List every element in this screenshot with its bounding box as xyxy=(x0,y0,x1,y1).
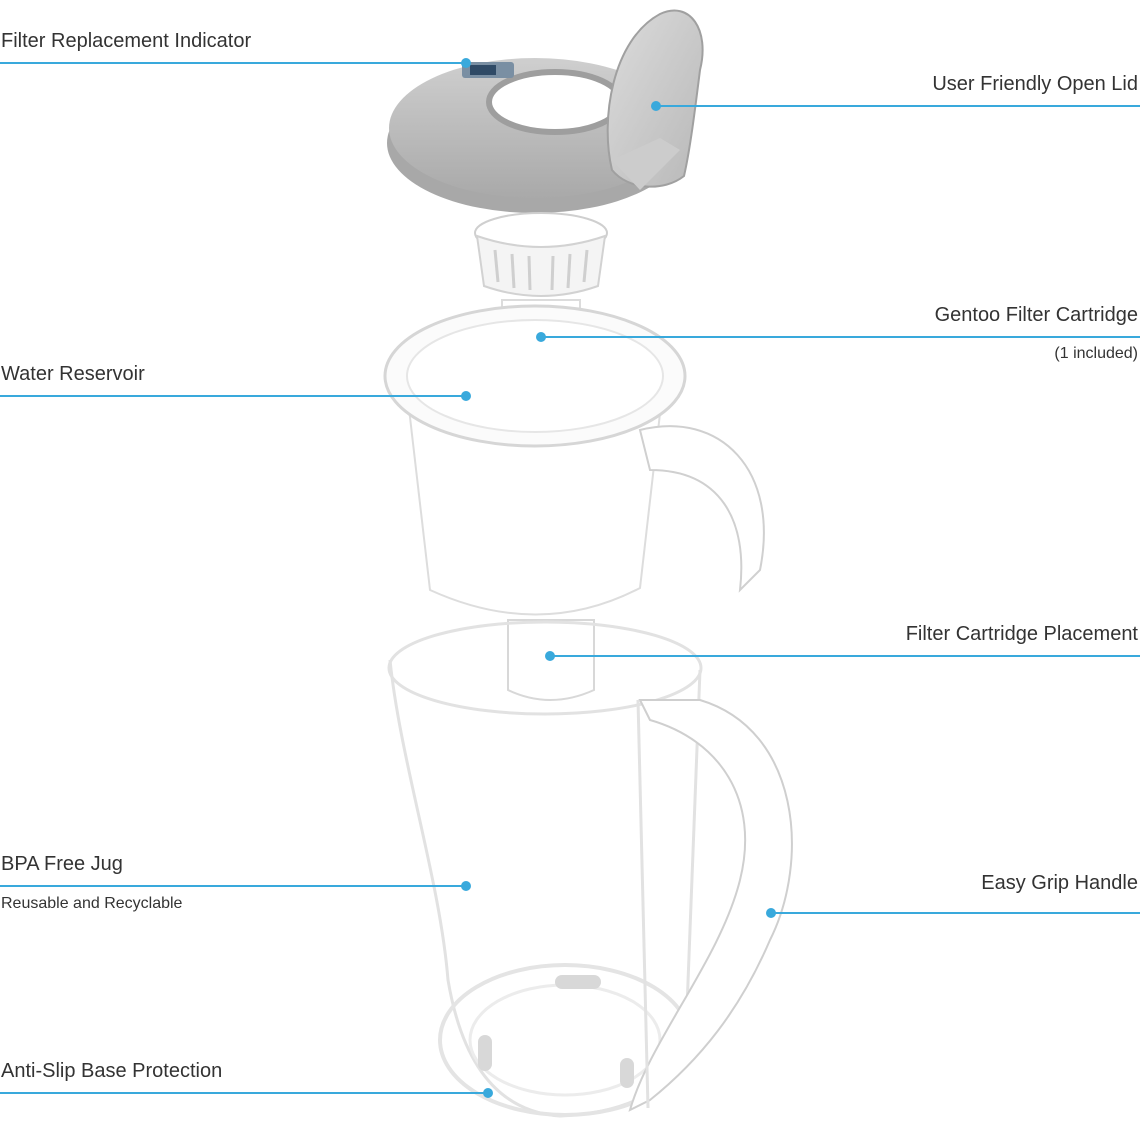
easy-grip-handle-label: Easy Grip Handle xyxy=(981,872,1138,894)
bpa-free-jug-note: Reusable and Recyclable xyxy=(1,895,183,912)
filter-replacement-indicator-marker xyxy=(461,58,471,68)
anti-slip-base-protection-label: Anti-Slip Base Protection xyxy=(1,1060,223,1082)
easy-grip-handle-leader xyxy=(771,912,1140,914)
gentoo-filter-cartridge-note: (1 included) xyxy=(1054,345,1138,362)
gentoo-filter-cartridge-leader xyxy=(541,336,1140,338)
bpa-free-jug-leader xyxy=(0,885,466,887)
gentoo-filter-cartridge-marker xyxy=(536,332,546,342)
gentoo-filter-cartridge-label: Gentoo Filter Cartridge xyxy=(934,304,1138,326)
filter-cartridge-placement-marker xyxy=(545,651,555,661)
filter-cartridge-placement-leader xyxy=(550,655,1140,657)
easy-grip-handle-marker xyxy=(766,908,776,918)
bpa-free-jug-marker xyxy=(461,881,471,891)
bpa-free-jug-label: BPA Free Jug xyxy=(1,853,123,875)
filter-replacement-indicator-leader xyxy=(0,62,466,64)
user-friendly-open-lid-label: User Friendly Open Lid xyxy=(932,73,1138,95)
jug xyxy=(387,620,793,1118)
anti-slip-base-protection-leader xyxy=(0,1092,488,1094)
user-friendly-open-lid-leader xyxy=(656,105,1140,107)
anti-slip-base-protection-marker xyxy=(483,1088,493,1098)
water-reservoir-label: Water Reservoir xyxy=(1,363,145,385)
filter-cartridge-placement-label: Filter Cartridge Placement xyxy=(905,623,1138,645)
water-reservoir-marker xyxy=(461,391,471,401)
water-reservoir xyxy=(383,304,765,616)
lid-flap xyxy=(606,9,704,190)
filter-replacement-indicator-label: Filter Replacement Indicator xyxy=(1,30,252,52)
user-friendly-open-lid-marker xyxy=(651,101,661,111)
water-reservoir-leader xyxy=(0,395,466,397)
